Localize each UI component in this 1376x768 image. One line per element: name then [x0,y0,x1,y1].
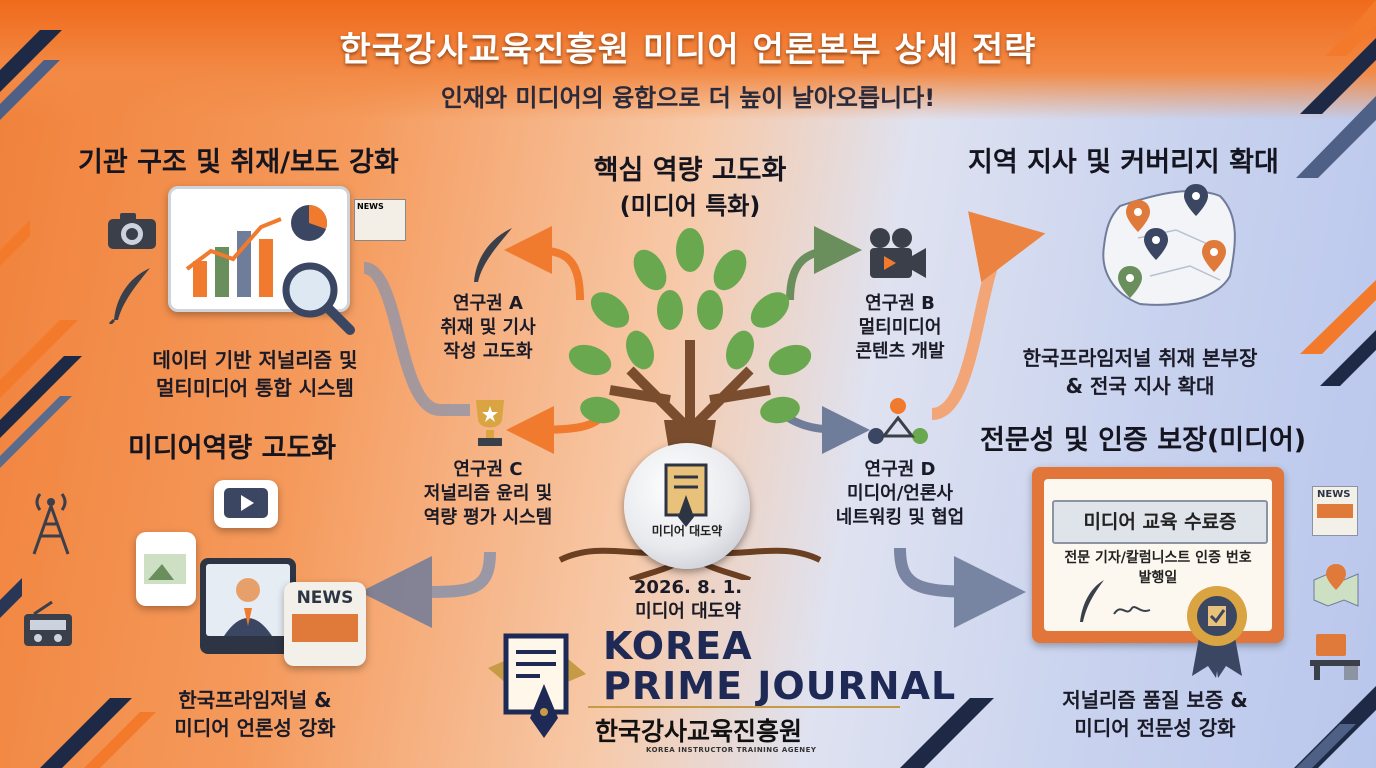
caption-line: 멀티미디어 통합 시스템 [156,376,354,400]
research-line: 작성 고도화 [443,341,533,362]
map-pin-icon [1202,240,1226,272]
journal-emblem-icon [664,463,708,527]
badge-label: 미디어 대도약 [651,524,723,538]
arrow-to-bottom-left [360,551,496,628]
section-title-regional: 지역 지사 및 커버리지 확대 [968,147,1279,178]
research-label: 연구권 C [453,459,523,480]
caption-prime-journal: 한국프라임저널 & 미디어 언론성 강화 [130,686,380,742]
research-line: 미디어/언론사 [847,483,953,504]
brand-korea: KOREA [603,624,753,668]
bar-chart-icon [185,204,328,297]
magnifier-icon [276,256,356,340]
date-caption: 2026. 8. 1. 미디어 대도약 [600,576,776,624]
research-d: 연구권 D 미디어/언론사 네트워킹 및 협업 [810,458,990,530]
news-sheet-icon: NEWS [1312,486,1358,536]
news-paper-icon: NEWS [284,582,366,666]
arrow-research-a [504,226,584,301]
research-line: 저널리즘 윤리 및 [423,483,553,504]
map-pin-icon [1144,228,1168,260]
map-pin-icon [1126,200,1150,232]
network-people-icon [866,396,930,456]
korea-map-icon [1102,184,1236,306]
arrow-research-b [786,226,862,301]
section-title-media-capacity: 미디어역량 고도화 [128,433,337,464]
caption-line: 미디어 언론성 강화 [174,716,336,740]
caption-regional: 한국프라임저널 취재 본부장 & 전국 지사 확대 [1000,344,1280,400]
caption-line: 미디어 전문성 강화 [1074,716,1236,740]
caption-data-journalism: 데이터 기반 저널리즘 및 멀티미디어 통합 시스템 [120,346,390,402]
news-label: NEWS [296,588,354,608]
video-bubble-icon [214,480,278,528]
trophy-icon [464,396,516,452]
caption-line: 한국프라임저널 취재 본부장 [1022,346,1258,370]
certificate-line: 발행일 [1138,570,1178,586]
monitor-reporter-icon [200,558,296,654]
media-leap-badge [624,443,750,569]
research-line: 네트워킹 및 협업 [835,507,965,528]
research-label: 연구권 D [864,459,936,480]
map-location-icon [1313,564,1359,607]
section-title-structure: 기관 구조 및 취재/보도 강화 [78,147,399,178]
radio-tower-icon [28,486,74,560]
newspaper-icon: NEWS [354,199,406,241]
header-band [0,0,1376,120]
research-b: 연구권 B 멀티미디어 콘텐츠 개발 [810,292,990,364]
map-pin-icon [1184,184,1208,216]
caption-certification: 저널리즘 품질 보증 & 미디어 전문성 강화 [1030,686,1280,742]
date-text: 2026. 8. 1. [633,577,743,598]
research-line: 콘텐츠 개발 [855,341,945,362]
core-title: 핵심 역량 고도화 [593,155,787,186]
brand-divider [588,706,900,708]
research-line: 멀티미디어 [858,317,942,338]
radio-icon [22,600,74,654]
news-label: NEWS [1317,489,1351,500]
arrow-to-bottom-right [894,547,1026,628]
research-line: 역량 평가 시스템 [423,507,553,528]
page-subtitle: 인재와 미디어의 융합으로 더 높이 날아오릅니다! [440,84,936,112]
date-caption-text: 미디어 대도약 [635,601,741,622]
newspaper-label: NEWS [357,202,384,211]
core-subtitle: (미디어 특화) [619,192,761,220]
research-label: 연구권 B [865,293,935,314]
left-stripes [0,30,156,768]
video-camera-icon [866,226,930,286]
caption-line: 한국프라임저널 & [178,688,332,712]
brand-english-name: KOREA INSTRUCTOR TRAINING AGENEY [646,746,817,754]
quill-icon [108,264,154,328]
signature-quill-icon [1080,580,1151,622]
journal-logo-emblem [488,633,586,738]
desk-computer-icon [1310,634,1360,680]
research-c: 연구권 C 저널리즘 윤리 및 역량 평가 시스템 [398,458,578,530]
brand-prime-journal: PRIME JOURNAL [603,664,957,708]
caption-line: & 전국 지사 확대 [1065,374,1215,398]
right-stripes [900,0,1376,768]
image-document-icon [136,532,196,606]
award-seal-icon [1187,586,1247,678]
arrow-to-top-left [362,262,470,416]
page-title: 한국강사교육진흥원 미디어 언론본부 상세 전략 [339,30,1037,70]
brand-korean-name: 한국강사교육진흥원 [595,717,803,746]
research-line: 취재 및 기사 [440,317,536,338]
section-title-certification: 전문성 및 인증 보장(미디어) [980,425,1307,456]
quill-pen-icon [466,226,516,290]
research-label: 연구권 A [453,293,523,314]
map-pin-icon [1118,266,1142,298]
caption-line: 데이터 기반 저널리즘 및 [152,348,358,372]
research-a: 연구권 A 취재 및 기사 작성 고도화 [398,292,578,364]
arrow-to-top-right [930,211,1046,420]
caption-line: 저널리즘 품질 보증 & [1062,688,1248,712]
certificate-title: 미디어 교육 수료증 [1052,500,1268,544]
certificate-line: 전문 기자/칼럼니스트 인증 번호 [1064,550,1252,566]
camera-icon [106,211,158,255]
